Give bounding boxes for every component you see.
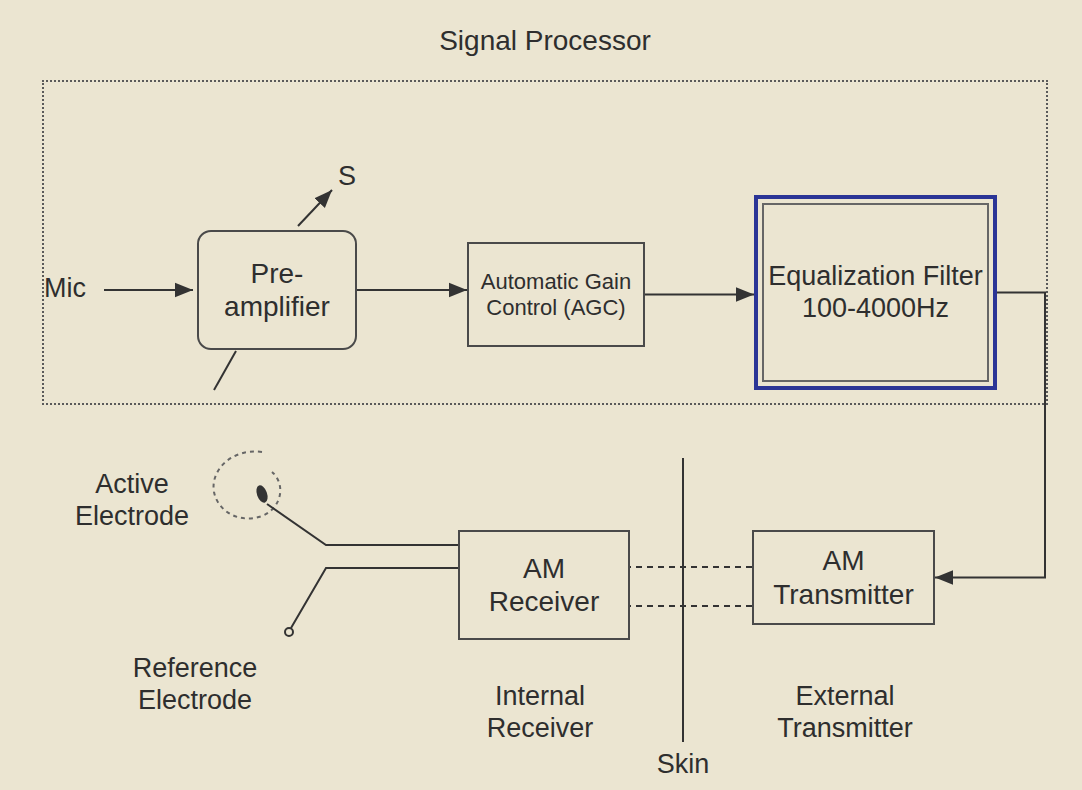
- signal-arrow: [357, 289, 467, 291]
- box-label: AM Transmitter: [762, 544, 925, 610]
- skin-label: Skin: [645, 748, 721, 780]
- signal-arrow: [645, 294, 754, 296]
- box-label: Automatic Gain Control (AGC): [477, 269, 635, 321]
- agc-box: Automatic Gain Control (AGC): [467, 242, 645, 347]
- active-electrode-wire: [267, 504, 458, 545]
- input-label: Mic: [44, 272, 114, 304]
- block-title: Signal Processor: [44, 24, 1046, 57]
- reference-electrode-wire: [291, 568, 458, 628]
- control-arrow-upper: [298, 190, 332, 226]
- preamplifier-box: Pre- amplifier: [197, 230, 357, 350]
- active-electrode: [254, 484, 270, 504]
- box-label: Pre- amplifier: [207, 257, 347, 323]
- control-arrow-lower: [214, 351, 236, 390]
- control-label: S: [338, 160, 368, 192]
- electrode-label: Reference Electrode: [100, 652, 290, 717]
- equalization-filter-box: Equalization Filter 100-4000Hz: [754, 195, 997, 390]
- reference-electrode: [285, 628, 293, 636]
- receiver-box: AM Receiver: [458, 530, 630, 640]
- box-label: AM Receiver: [468, 552, 620, 618]
- wireless-link: [630, 605, 752, 607]
- signal-processor-band: Signal ProcessorPre- amplifierAutomatic …: [42, 80, 1048, 405]
- cochlea-outline: [214, 452, 281, 519]
- box-label: Equalization Filter 100-4000Hz: [766, 261, 985, 325]
- section-label: External Transmitter: [752, 680, 938, 745]
- skin-line: [682, 458, 684, 742]
- wireless-link: [630, 566, 752, 568]
- transmitter-box: AM Transmitter: [752, 530, 935, 625]
- electrode-label: Active Electrode: [52, 468, 212, 533]
- mic-wire: [104, 289, 193, 291]
- section-label: Internal Receiver: [462, 680, 618, 745]
